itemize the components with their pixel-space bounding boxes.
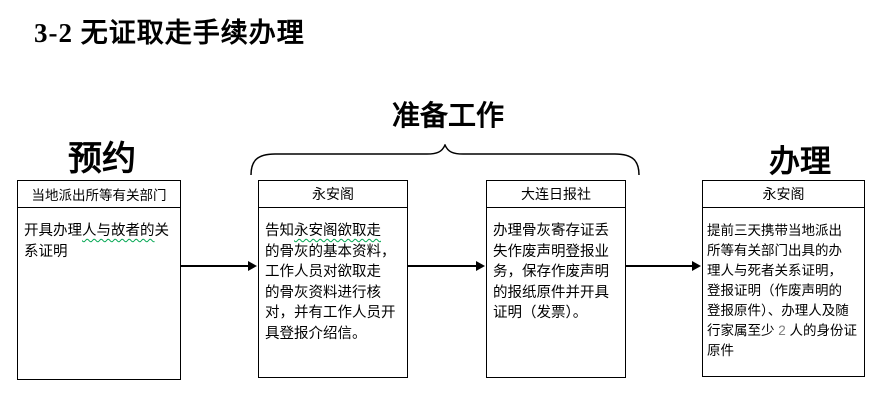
stage-label-preparation: 准备工作 <box>391 100 504 131</box>
flow-box-yonganige-process: 永安阁 提前三天携带当地派出 所等有关部门出具的办 理人与死者关系证明， 登报证… <box>702 180 865 377</box>
box-body-yonganige-process: 提前三天携带当地派出 所等有关部门出具的办 理人与死者关系证明， 登报证明（作废… <box>703 208 864 361</box>
box-header-yonganige-process: 永安阁 <box>703 181 864 208</box>
body-text-pre: 开具办理 <box>24 223 82 239</box>
page-title: 3-2 无证取走手续办理 <box>34 18 305 48</box>
flow-box-newspaper-office: 大连日报社 办理骨灰寄存证丢 失作废声明登报业 务，保存作废声明 的报纸原件并开… <box>486 180 626 378</box>
box-body-police-station: 开具办理人与故者的关 系证明 <box>18 208 180 262</box>
body-text-post: 的骨灰的基本资料， 工作人员对欲取走 的骨灰资料进行核 对，并有工作人员开 具登… <box>265 243 396 342</box>
arrow-right-2 <box>408 261 485 271</box>
arrow-right-3 <box>626 261 701 271</box>
body-text-post: 关 系证明 <box>24 223 169 260</box>
body-text-spellcheck: 人与故者的 <box>82 223 155 239</box>
body-text-spellcheck: 永安阁欲取走 <box>294 223 381 239</box>
box-header-yonganige-prepare: 永安阁 <box>259 181 407 208</box>
box-body-newspaper-office: 办理骨灰寄存证丢 失作废声明登报业 务，保存作废声明 的报纸原件并开具 证明（发… <box>493 223 609 321</box>
body-text-number: 2 <box>778 323 786 338</box>
box-body-yonganige-prepare: 告知永安阁欲取走 的骨灰的基本资料， 工作人员对欲取走 的骨灰资料进行核 对，并… <box>259 208 407 344</box>
box-header-police-station: 当地派出所等有关部门 <box>18 181 180 208</box>
body-text-pre: 提前三天携带当地派出 所等有关部门出具的办 理人与死者关系证明， 登报证明（作废… <box>707 223 849 338</box>
stage-label-processing: 办理 <box>769 144 831 179</box>
flow-box-yonganige-prepare: 永安阁 告知永安阁欲取走 的骨灰的基本资料， 工作人员对欲取走 的骨灰资料进行核… <box>258 180 408 378</box>
body-text-post: 人的身份证原件 <box>707 323 858 358</box>
preparation-brace <box>250 144 640 176</box>
stage-label-appointment: 预约 <box>68 140 136 178</box>
flow-box-police-station: 当地派出所等有关部门 开具办理人与故者的关 系证明 <box>17 180 181 380</box>
arrow-right-1 <box>181 261 257 271</box>
box-header-newspaper-office: 大连日报社 <box>487 181 625 208</box>
body-text-pre: 告知 <box>265 223 294 239</box>
